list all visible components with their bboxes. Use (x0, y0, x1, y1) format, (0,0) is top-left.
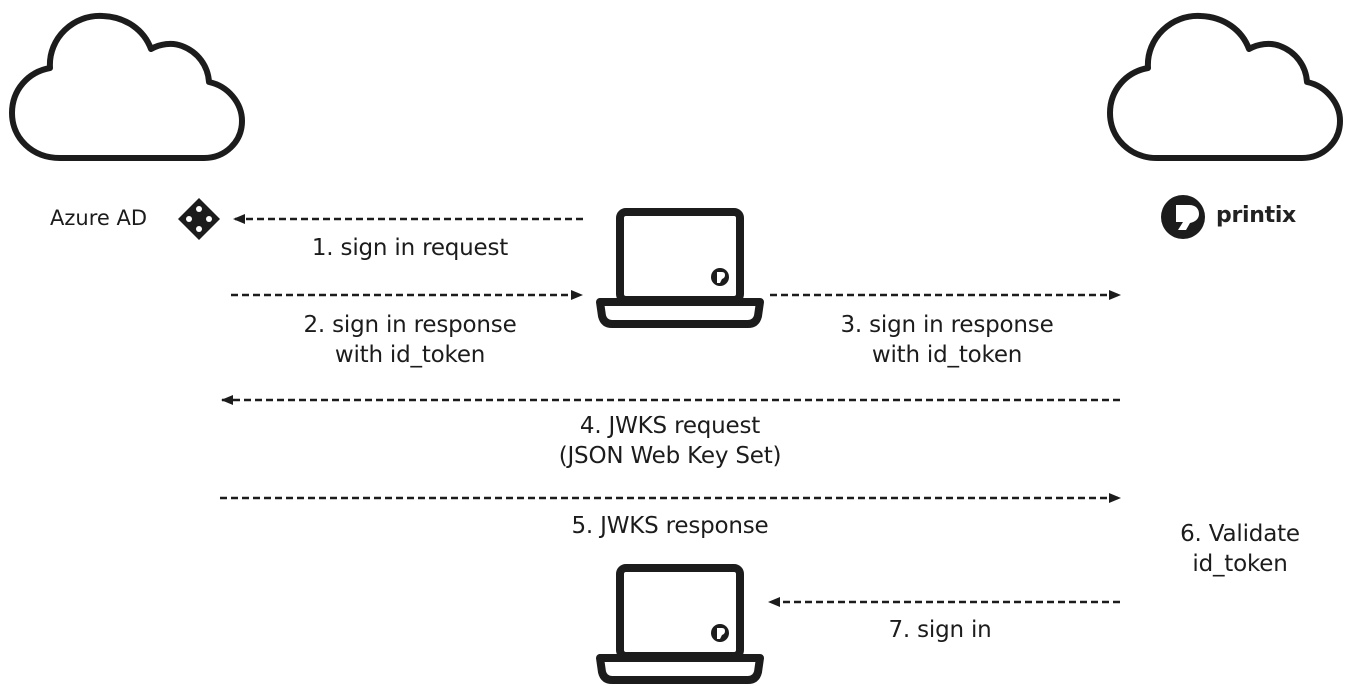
step-4-label-line-2: (JSON Web Key Set) (558, 443, 782, 469)
laptop-icon (596, 208, 764, 328)
printix-logo-icon (1161, 195, 1205, 239)
step-1-label: 1. sign in request (311, 235, 509, 261)
step-4-label: 4. JWKS request (JSON Web Key Set) (530, 411, 810, 471)
step-2-label-line-1: 2. sign in response (303, 312, 517, 338)
step-6-label: 6. Validate id_token (1150, 519, 1330, 579)
azure-diamond-icon (178, 198, 220, 240)
azure-cloud-icon (9, 12, 245, 161)
step-4-label-line-1: 4. JWKS request (579, 413, 761, 439)
step-6-label-line-1: 6. Validate (1180, 521, 1300, 547)
laptop-icon (596, 564, 764, 684)
azure-ad-label: Azure AD (50, 206, 148, 230)
step-3-label: 3. sign in response with id_token (827, 310, 1067, 370)
step-3-label-line-1: 3. sign in response (840, 312, 1054, 338)
step-3-label-line-2: with id_token (871, 342, 1023, 368)
step-2-label-line-2: with id_token (334, 342, 486, 368)
step-7-label: 7. sign in (888, 617, 992, 643)
step-2-label: 2. sign in response with id_token (290, 310, 530, 370)
step-6-label-line-2: id_token (1192, 551, 1288, 577)
printix-cloud-icon (1107, 12, 1343, 161)
step-5-label: 5. JWKS response (571, 513, 769, 539)
printix-label: printix (1216, 203, 1296, 228)
